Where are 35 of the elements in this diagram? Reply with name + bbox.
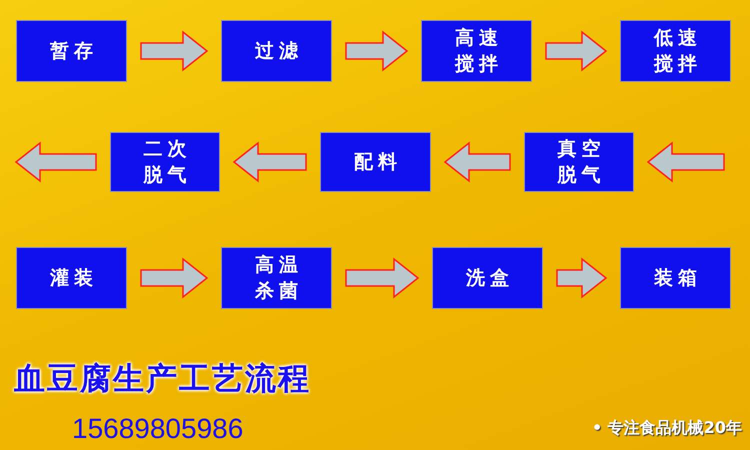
step-label: 真空脱气 bbox=[556, 137, 606, 188]
phone-number: 15689805986 bbox=[72, 412, 244, 446]
process-box bbox=[221, 20, 332, 82]
step-label: 灌装 bbox=[48, 266, 99, 291]
step-label: 高速搅拌 bbox=[454, 26, 504, 77]
step-label: 配料 bbox=[353, 150, 403, 175]
arrow bbox=[14, 141, 97, 183]
process-box bbox=[110, 132, 220, 192]
arrow bbox=[444, 141, 511, 183]
arrow bbox=[345, 257, 420, 299]
arrow bbox=[545, 30, 608, 72]
process-box bbox=[620, 20, 731, 82]
step-label: 暂存 bbox=[49, 39, 99, 64]
process-box bbox=[620, 247, 731, 309]
arrow bbox=[345, 30, 408, 72]
step-label: 过滤 bbox=[254, 39, 304, 64]
arrow bbox=[556, 257, 608, 299]
process-box bbox=[421, 20, 532, 82]
arrow bbox=[140, 257, 208, 299]
step-label: 装箱 bbox=[653, 266, 703, 291]
step-label: 二次脱气 bbox=[142, 137, 192, 188]
step-label: 低速搅拌 bbox=[652, 26, 703, 77]
arrow bbox=[140, 30, 208, 72]
diagram-title: 血豆腐生产工艺流程 bbox=[14, 360, 311, 399]
slogan-text: • 专注食品机械20年 bbox=[592, 417, 742, 439]
process-box bbox=[16, 20, 127, 82]
arrow bbox=[646, 141, 725, 183]
step-label: 高温杀菌 bbox=[254, 253, 304, 304]
process-box bbox=[221, 247, 332, 309]
process-box bbox=[320, 132, 431, 192]
process-box bbox=[524, 132, 634, 192]
arrow bbox=[232, 141, 307, 183]
step-label: 洗盒 bbox=[464, 266, 515, 291]
process-box bbox=[16, 247, 127, 309]
process-box bbox=[432, 247, 543, 309]
